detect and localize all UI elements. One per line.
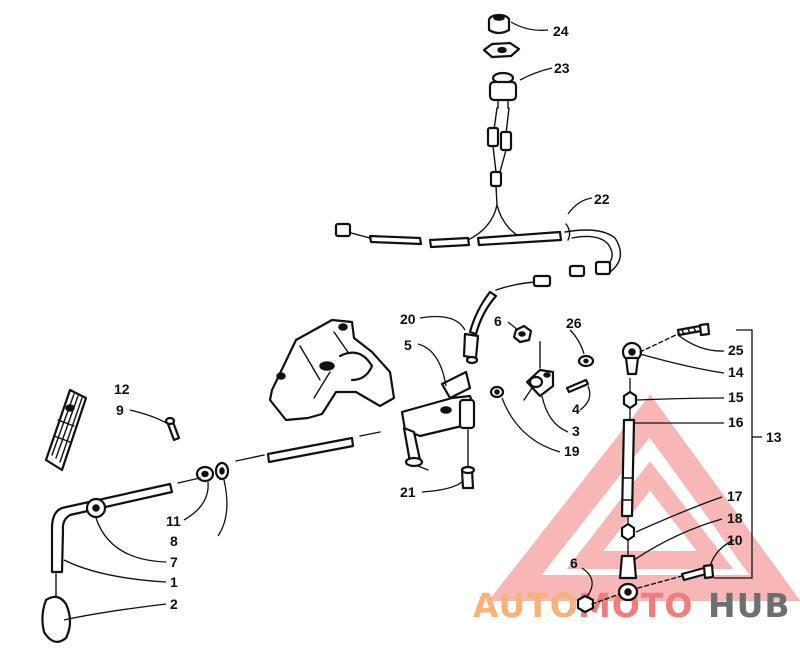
part-2-knob: [41, 573, 72, 643]
callout-13: 13: [766, 429, 782, 445]
callout-20: 20: [400, 311, 416, 327]
part-7-bushing: [85, 497, 107, 519]
part-19-washer: [489, 385, 505, 399]
callout-5: 5: [404, 337, 412, 353]
callout-12: 12: [114, 381, 130, 397]
callout-25: 25: [728, 342, 744, 358]
part-20-cable: [462, 274, 552, 365]
part-6-nut-upper: [512, 324, 533, 344]
part-10-bolt: [680, 563, 715, 582]
callout-8: 8: [170, 533, 178, 549]
part-25-bolt: [676, 322, 711, 337]
callout-26: 26: [566, 315, 582, 331]
callout-23: 23: [554, 60, 570, 76]
watermark-text-auto: AUTO: [473, 586, 579, 625]
callout-19: 19: [564, 443, 580, 459]
callout-21: 21: [400, 484, 416, 500]
part-8-washer: [214, 461, 230, 481]
callout-2: 2: [170, 596, 178, 612]
callout-6-lower: 6: [570, 555, 578, 571]
part-11-washer: [195, 465, 215, 483]
part-17-nut: [620, 522, 636, 542]
part-14-rod-end: [621, 341, 643, 376]
part-22-wire-harness: [334, 126, 622, 278]
part-washer-plate: [482, 41, 521, 59]
watermark-logo: AUTO MOTO HUB: [473, 394, 800, 625]
callout-4: 4: [572, 401, 580, 417]
callout-labels: 24 23 22 20 6 26 5 4 3 19 21 25 14 15 16…: [114, 23, 782, 612]
linkage-centerline: [627, 378, 631, 556]
callout-9: 9: [116, 402, 124, 418]
part-21-fastener: [460, 429, 476, 490]
part-1-shift-rod: [50, 477, 201, 574]
part-18-rod-end: [617, 554, 639, 602]
callout-1: 1: [170, 574, 178, 590]
callout-10: 10: [727, 532, 743, 548]
watermark-text-hub: HUB: [708, 586, 791, 625]
part-5-lever: [400, 370, 476, 471]
callout-22: 22: [594, 191, 610, 207]
callout-11: 11: [166, 513, 181, 529]
part-26-washer: [577, 354, 595, 368]
part-9-pin: [164, 416, 181, 442]
leader-lines: [63, 21, 762, 621]
part-mounting-bracket: [268, 318, 396, 422]
part-24-cap: [487, 13, 511, 35]
callout-18: 18: [727, 510, 743, 526]
callout-14: 14: [728, 364, 744, 380]
callout-6-upper: 6: [494, 313, 502, 329]
callout-7: 7: [170, 554, 178, 570]
watermark-outer-triangle: [488, 394, 800, 601]
part-6-nut-lower: [576, 594, 595, 614]
bolt-axis: [591, 575, 683, 605]
part-12-decal: [44, 388, 88, 472]
callout-16: 16: [728, 414, 744, 430]
bolt-axis-upper: [639, 333, 679, 353]
part-15-nut: [622, 390, 638, 410]
part-4-pin: [565, 378, 590, 394]
watermark-inner-triangle: [566, 461, 734, 569]
callout-17: 17: [727, 488, 743, 504]
part-23-switch: [488, 71, 518, 135]
callout-15: 15: [728, 389, 744, 405]
callout-3: 3: [572, 423, 580, 439]
part-3-pivot: [523, 341, 555, 401]
part-main-shaft: [235, 431, 381, 464]
callout-24: 24: [553, 23, 569, 39]
part-16-rod: [620, 418, 636, 518]
